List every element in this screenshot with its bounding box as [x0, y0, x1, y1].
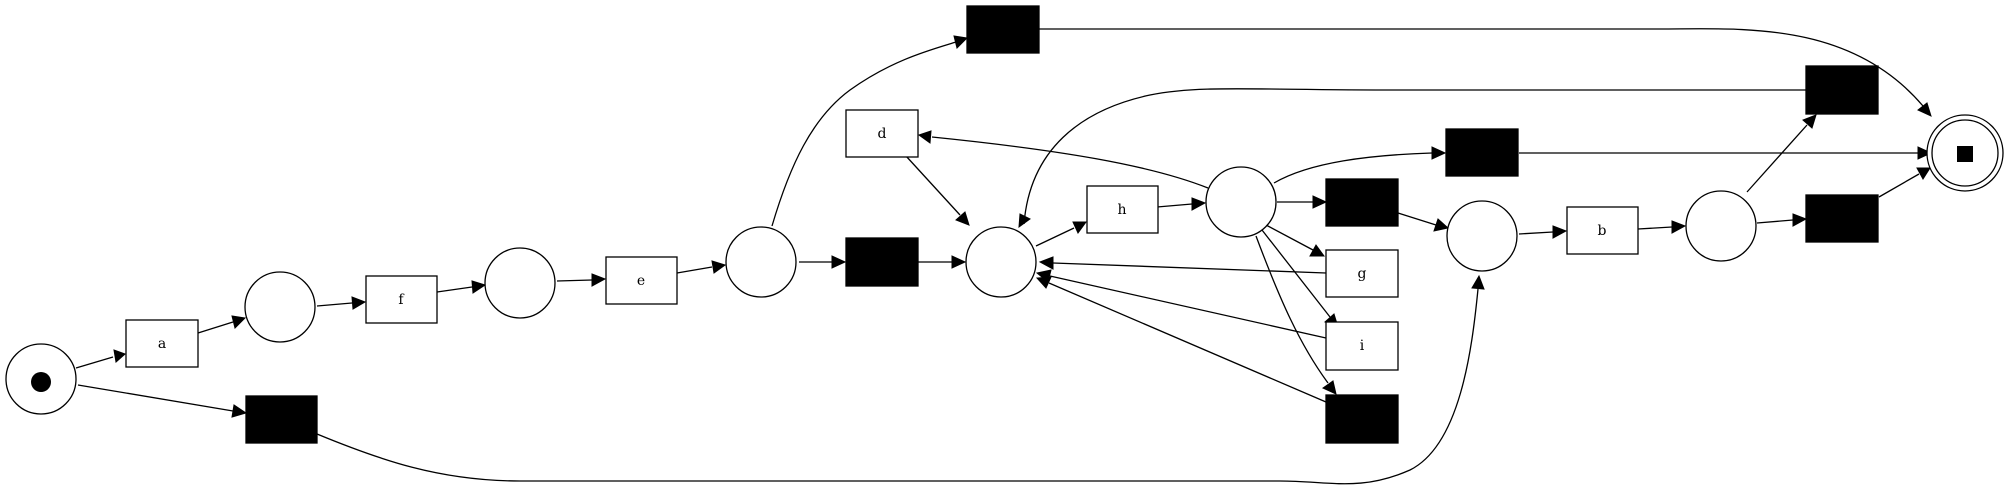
edge-tau-end-to-sink [1878, 173, 1920, 198]
edge-tau-split-low-to-hub [1048, 282, 1327, 403]
edge-split-to-tau-split-sink [1273, 152, 1433, 184]
edge-arrow [1917, 102, 1932, 117]
transitions: a f e d h g i b [125, 5, 1879, 444]
silent-transition-split-b [1325, 178, 1399, 227]
place-b-in [1446, 200, 1518, 272]
transition-b-label: b [1598, 223, 1607, 239]
edge-e-to-p3 [676, 266, 713, 274]
transition-h-box [1086, 185, 1159, 234]
places [5, 114, 2004, 415]
transition-g-box [1325, 249, 1399, 298]
edge-a-to-p1 [197, 321, 234, 334]
edge-arrow [1431, 146, 1447, 160]
place-hub [965, 226, 1037, 298]
edge-arrow [1309, 244, 1325, 257]
edge-tau-loop-back-to-hub [1023, 88, 1806, 225]
edge-g-to-hub [1052, 262, 1327, 274]
silent-transition-top [966, 5, 1040, 54]
transition-f-box [365, 275, 438, 324]
place-b-out [1685, 190, 1757, 262]
transition-f-label: f [398, 292, 405, 308]
transition-d-box [845, 109, 919, 158]
place-p3 [725, 226, 797, 298]
edge-arrow [1322, 380, 1337, 395]
edge-arrow [1916, 167, 1931, 180]
edge-arrow [711, 260, 727, 274]
edge-b-out-to-tau-loop-back [1746, 124, 1808, 193]
edge-arrow [953, 35, 969, 49]
edge-arrow [1917, 146, 1933, 160]
edge-f-to-p2 [436, 286, 473, 293]
transition-a-label: a [158, 336, 166, 352]
edge-d-to-hub [905, 155, 961, 216]
edge-source-to-tau-skip [77, 384, 234, 412]
edge-h-to-split [1156, 203, 1193, 208]
edge-arrow [1792, 213, 1808, 227]
transition-d-label: d [878, 126, 887, 142]
silent-transition-skip [245, 395, 318, 444]
silent-transition-split-low [1325, 394, 1399, 444]
edge-b-to-b-out [1637, 226, 1673, 230]
edge-arrow [1433, 218, 1450, 232]
transition-b-box [1566, 206, 1639, 255]
edge-b-in-to-b [1518, 231, 1554, 235]
edge-tau-skip-to-b-in [316, 288, 1479, 485]
edge-split-to-tau-split-low [1255, 235, 1329, 384]
edge-arrow [1038, 256, 1054, 270]
token-icon [31, 372, 51, 392]
transition-a-box [125, 319, 199, 368]
edge-arrow [951, 255, 967, 269]
edges [75, 28, 1933, 485]
silent-transition-end [1805, 194, 1879, 243]
place-p2 [484, 247, 556, 319]
edge-arrow [1552, 225, 1568, 239]
final-marking-icon [1957, 146, 1973, 162]
silent-transition-split-sink [1445, 128, 1519, 177]
edge-arrow [955, 211, 970, 226]
place-p1 [244, 271, 316, 343]
edge-arrow [591, 273, 607, 287]
silent-transition-loop-back [1805, 65, 1879, 115]
edge-arrow [471, 280, 487, 294]
edge-arrow [1802, 114, 1817, 129]
edge-hub-to-h [1035, 227, 1075, 247]
edge-arrow [351, 296, 367, 310]
silent-transition-mid [845, 237, 919, 287]
edge-arrow [1671, 220, 1687, 234]
transition-h-label: h [1117, 202, 1126, 218]
transition-i-box [1325, 321, 1399, 371]
transition-e-box [605, 256, 678, 305]
place-split [1205, 166, 1277, 238]
edge-p1-to-f [316, 302, 353, 307]
edge-arrow [1191, 197, 1207, 211]
transition-e-label: e [637, 273, 645, 289]
edge-arrow [231, 404, 248, 418]
edge-arrow [1072, 221, 1087, 234]
transition-g-label: g [1358, 266, 1367, 282]
edge-arrow [231, 315, 247, 329]
edge-b-out-to-tau-end [1756, 219, 1794, 224]
edge-split-to-d [931, 136, 1209, 189]
edge-arrow [831, 255, 847, 269]
edge-arrow [113, 349, 126, 363]
edge-tau-split-b-to-b-in [1397, 212, 1437, 226]
edge-arrow [917, 130, 932, 144]
edge-arrow [1471, 274, 1485, 290]
edge-arrow [1312, 195, 1328, 209]
edge-split-to-i [1261, 229, 1331, 318]
edge-p3-to-tau-top [771, 41, 957, 227]
edge-p2-to-e [556, 279, 593, 282]
edge-i-to-hub [1049, 275, 1327, 339]
edge-source-to-a [75, 356, 114, 369]
transition-i-label: i [1360, 338, 1365, 354]
edge-arrow [1018, 213, 1031, 229]
edge-tau-top-to-sink [1039, 28, 1924, 107]
edge-split-to-g [1265, 224, 1314, 251]
edge-arrow [1035, 276, 1052, 289]
